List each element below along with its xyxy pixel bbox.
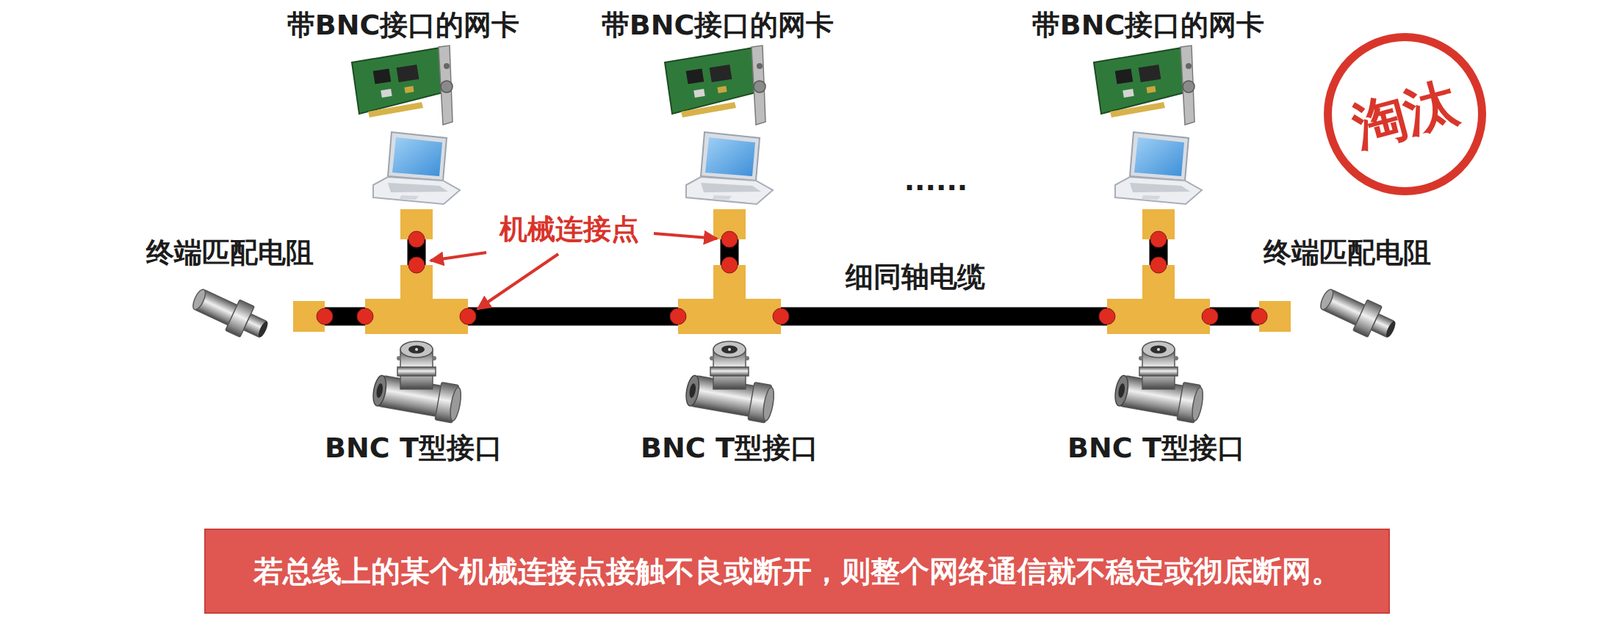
contact-dot — [357, 308, 374, 325]
t-connector-label: BNC T型接口 — [1067, 433, 1246, 465]
label-text: BNC T型接口 — [1067, 431, 1246, 465]
contact-dot — [1251, 308, 1268, 325]
label-text: BNC T型接口 — [640, 431, 819, 465]
pointer-arrow — [430, 252, 487, 261]
laptop-icon — [686, 132, 773, 205]
label-text: 机械连接点 — [499, 213, 640, 246]
laptop-icon — [1115, 132, 1202, 205]
contact-dot — [1150, 231, 1167, 248]
contact-dot — [1201, 308, 1218, 325]
label-text: 终端匹配电阻 — [1263, 236, 1432, 269]
ellipsis-label: ...... — [904, 166, 969, 197]
t-connector-block — [1107, 298, 1210, 335]
pointer-arrow — [653, 233, 717, 239]
contact-dot — [669, 308, 687, 325]
contact-dot — [721, 231, 738, 248]
label-text: 细同轴电缆 — [845, 260, 986, 294]
nic-label: 带BNC接口的网卡 — [1032, 10, 1266, 42]
contact-dot — [721, 257, 738, 274]
pointer-arrow — [477, 254, 559, 310]
laptop-icon — [373, 132, 460, 205]
terminator-label: 终端匹配电阻 — [1263, 238, 1432, 269]
contact-dot — [1150, 257, 1167, 274]
bnc-t-connector — [1112, 341, 1205, 424]
t-connector-label: BNC T型接口 — [324, 433, 503, 465]
contact-dot — [1098, 308, 1116, 325]
label-text: 带BNC接口的网卡 — [287, 8, 521, 42]
label-text: BNC T型接口 — [324, 431, 503, 465]
nic-card — [351, 45, 453, 125]
label-text: 带BNC接口的网卡 — [601, 8, 835, 42]
nic-label: 带BNC接口的网卡 — [601, 10, 835, 42]
t-connector-block — [678, 298, 781, 335]
label-text: 带BNC接口的网卡 — [1032, 8, 1266, 42]
obsolete-stamp: 淘汰 — [1323, 33, 1487, 196]
nic-card — [664, 45, 766, 125]
node-text: 淘汰 — [1347, 74, 1464, 154]
warning-banner: 若总线上的某个机械连接点接触不良或断开，则整个网络通信就不稳定或彻底断网。 — [204, 528, 1390, 615]
t-connector-label: BNC T型接口 — [640, 433, 819, 465]
contact-point-label: 机械连接点 — [499, 214, 640, 246]
contact-dot — [316, 308, 333, 325]
contact-points — [316, 231, 1268, 325]
terminator-label: 终端匹配电阻 — [146, 238, 314, 269]
contact-dot — [772, 308, 789, 325]
label-text: 终端匹配电阻 — [146, 236, 314, 269]
nic-card — [1093, 45, 1195, 125]
node-text: 若总线上的某个机械连接点接触不良或断开，则整个网络通信就不稳定或彻底断网。 — [253, 553, 1341, 590]
label-text: ...... — [904, 164, 969, 197]
t-connector-block — [365, 298, 468, 335]
contact-dot — [408, 257, 425, 274]
terminator-resistor — [1315, 282, 1401, 347]
nic-label: 带BNC接口的网卡 — [287, 10, 521, 42]
bnc-t-connector — [370, 341, 463, 424]
bnc-t-connector — [683, 341, 776, 424]
contact-dot — [408, 231, 425, 248]
terminator-resistor — [188, 282, 274, 347]
contact-dot — [459, 308, 477, 325]
cable-label: 细同轴电缆 — [845, 262, 986, 294]
